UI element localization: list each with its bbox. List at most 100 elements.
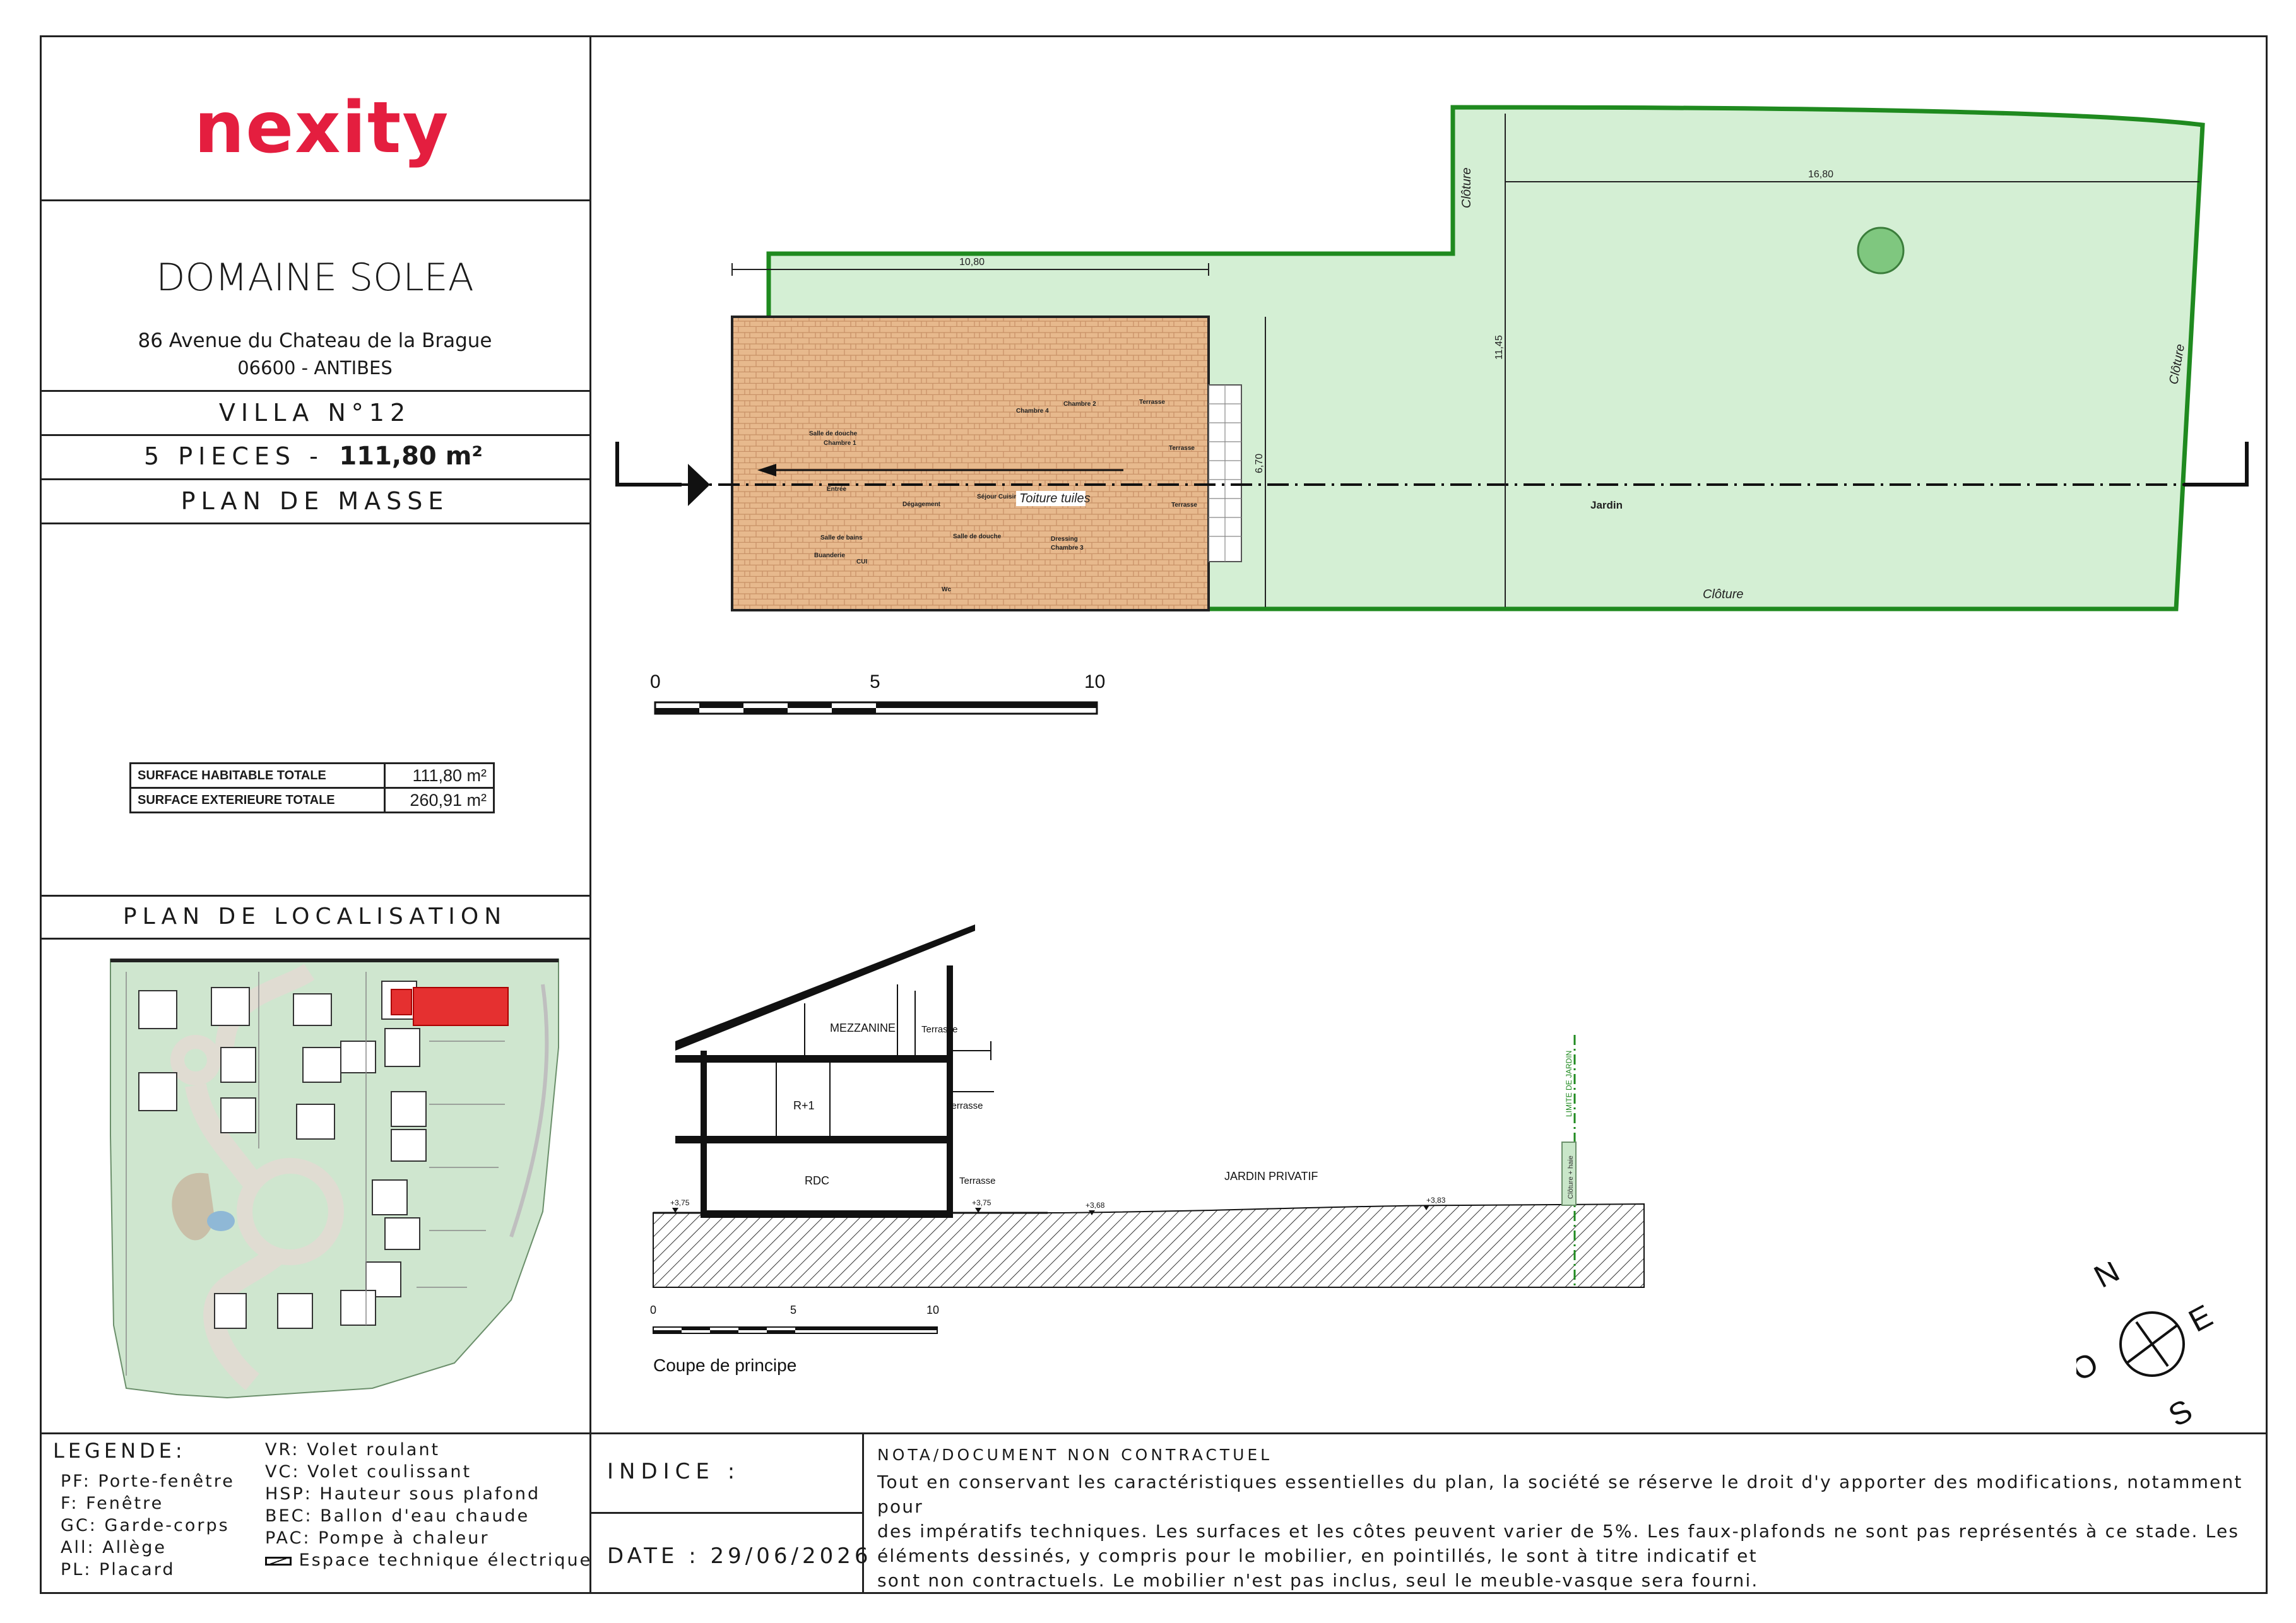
legend-item: VR: Volet roulant bbox=[265, 1440, 441, 1460]
dim-depth-house-label: 6,70 bbox=[1254, 454, 1265, 473]
date-label: DATE : 29/06/2026 bbox=[607, 1543, 872, 1569]
compass-e-icon: E bbox=[2183, 1298, 2218, 1339]
localisation-map bbox=[110, 959, 559, 1399]
legend-item: VC: Volet coulissant bbox=[265, 1462, 472, 1482]
level-label: +3,68 bbox=[1086, 1201, 1105, 1210]
room-label: Séjour Cuisine bbox=[977, 493, 1021, 500]
scale-label: 0 bbox=[650, 671, 661, 692]
pieces-label: 5 PIECES - bbox=[144, 442, 324, 470]
level-label: +3,83 bbox=[1426, 1196, 1446, 1205]
label-terrasse-mid: Terrasse bbox=[947, 1101, 983, 1111]
room-labels: Salle de douche Chambre 1 Entrée Dégagem… bbox=[809, 399, 1197, 593]
tree-icon bbox=[1857, 227, 1905, 274]
room-label: Dressing bbox=[1051, 536, 1078, 543]
label-jardin-privatif: JARDIN PRIVATIF bbox=[1224, 1170, 1318, 1183]
compass-o-icon: O bbox=[2076, 1345, 2104, 1388]
legend-item: BEC: Ballon d'eau chaude bbox=[265, 1506, 530, 1526]
room-label: Buanderie bbox=[814, 552, 845, 559]
nexity-logo: nexity bbox=[194, 87, 450, 169]
ground-slab bbox=[701, 1210, 953, 1218]
label-cloture-haie: Clôture + haie bbox=[1567, 1155, 1575, 1199]
label-mezzanine: MEZZANINE bbox=[830, 1022, 896, 1034]
house-roof bbox=[731, 316, 1210, 611]
divider-plan-title bbox=[40, 522, 590, 524]
floor-r1-slab bbox=[675, 1055, 953, 1063]
room-label: CUI bbox=[856, 558, 867, 565]
divider-left-panel bbox=[589, 35, 591, 1594]
villa-highlight bbox=[391, 989, 412, 1015]
project-address-line2: 06600 - ANTIBES bbox=[237, 357, 393, 379]
divider-indice-date bbox=[589, 1512, 863, 1514]
villa-area: 111,80 m² bbox=[339, 442, 483, 471]
dim-garden-width-label: 16,80 bbox=[1808, 169, 1833, 180]
room-label: Chambre 4 bbox=[1016, 408, 1049, 415]
scale-label: 10 bbox=[926, 1304, 939, 1316]
electrical-space-icon bbox=[265, 1556, 292, 1566]
divider-surfaces bbox=[40, 895, 590, 897]
surface-row: SURFACE HABITABLE TOTALE 111,80 m² bbox=[129, 762, 495, 789]
level-label: +3,75 bbox=[670, 1198, 690, 1207]
dim-house-width bbox=[731, 263, 1209, 276]
label-terrasse-top: Terrasse bbox=[921, 1024, 958, 1035]
section-labels: MEZZANINE Terrasse R+1 Terrasse RDC Terr… bbox=[793, 1022, 1318, 1187]
section-arrow-icon bbox=[688, 464, 710, 506]
ground-hatch bbox=[653, 1203, 1645, 1288]
surface-label: SURFACE HABITABLE TOTALE bbox=[129, 762, 386, 789]
garden-label: Jardin bbox=[1590, 499, 1623, 511]
room-label: Entrée bbox=[827, 486, 847, 493]
label-rdc: RDC bbox=[805, 1174, 829, 1187]
dim-house-width-label: 10,80 bbox=[959, 257, 985, 268]
fence-hedge bbox=[1561, 1142, 1577, 1206]
legend-item: All: Allège bbox=[61, 1538, 167, 1557]
legend-item: F: Fenêtre bbox=[61, 1494, 164, 1513]
room-label: Terrasse bbox=[1139, 399, 1165, 406]
compass-s-icon: S bbox=[2163, 1393, 2198, 1432]
section-title: Coupe de principe bbox=[653, 1355, 796, 1375]
scale-label: 0 bbox=[650, 1304, 656, 1316]
nota-block: NOTA/DOCUMENT NON CONTRACTUEL Tout en co… bbox=[877, 1443, 2253, 1593]
legend-title: LEGENDE: bbox=[53, 1439, 186, 1463]
room-label: Salle de bains bbox=[820, 534, 863, 541]
divider-localisation bbox=[40, 938, 590, 940]
compass-n-icon: N bbox=[2088, 1262, 2125, 1295]
plan-scale-bar bbox=[654, 701, 1098, 715]
divider-pieces bbox=[40, 478, 590, 480]
roof-label: Toiture tuiles bbox=[1019, 492, 1091, 505]
surface-table: SURFACE HABITABLE TOTALE 111,80 m² SURFA… bbox=[129, 762, 495, 813]
project-name: DOMAINE SOLEA bbox=[156, 256, 474, 300]
room-label: Terrasse bbox=[1169, 445, 1195, 452]
nota-line: éléments dessinés, y compris pour le mob… bbox=[877, 1545, 1758, 1566]
pieces-line: 5 PIECES - 111,80 m² bbox=[144, 442, 483, 471]
nota-title: NOTA/DOCUMENT NON CONTRACTUEL bbox=[877, 1446, 1273, 1464]
divider-villa bbox=[40, 434, 590, 436]
divider-footer-indice bbox=[862, 1432, 864, 1594]
legend-item: GC: Garde-corps bbox=[61, 1516, 230, 1535]
fence-label-top: Clôture bbox=[1460, 168, 1474, 208]
section-scale-bar bbox=[653, 1326, 938, 1334]
legend-item: PL: Placard bbox=[61, 1560, 175, 1579]
divider-address bbox=[40, 390, 590, 392]
label-terrasse-low: Terrasse bbox=[959, 1176, 996, 1186]
roof-slab bbox=[675, 924, 975, 1051]
villa-number: VILLA N°12 bbox=[218, 399, 411, 427]
divider-footer bbox=[40, 1432, 2268, 1434]
room-label: Chambre 1 bbox=[824, 440, 856, 447]
compass-circle bbox=[2119, 1311, 2185, 1377]
surface-value: 260,91 m² bbox=[384, 787, 495, 813]
surface-value: 111,80 m² bbox=[384, 762, 495, 789]
nota-line: sont non contractuels. Le mobilier n'est… bbox=[877, 1570, 1759, 1591]
surface-label: SURFACE EXTERIEURE TOTALE bbox=[129, 787, 386, 813]
room-label: Dégagement bbox=[902, 501, 941, 508]
label-limite-jardin: LIMITE DE JARDIN bbox=[1565, 1051, 1573, 1117]
dim-depth-total-label: 11,45 bbox=[1494, 335, 1505, 360]
section-drawing: MEZZANINE Terrasse R+1 Terrasse RDC Terr… bbox=[650, 924, 1645, 1375]
indice-label: INDICE : bbox=[607, 1459, 741, 1484]
plan-de-masse: Salle de douche Chambre 1 Entrée Dégagem… bbox=[615, 105, 2249, 715]
room-label: Terrasse bbox=[1171, 502, 1197, 509]
legend-col1: PF: Porte-fenêtre F: Fenêtre GC: Garde-c… bbox=[61, 1470, 235, 1581]
electrical-space-label: Espace technique électrique bbox=[299, 1550, 593, 1570]
terrace-slab bbox=[1208, 384, 1242, 562]
garden-highlight bbox=[413, 987, 509, 1026]
nota-line: des impératifs techniques. Les surfaces … bbox=[877, 1521, 2240, 1542]
floor-rdc-slab bbox=[675, 1136, 953, 1143]
